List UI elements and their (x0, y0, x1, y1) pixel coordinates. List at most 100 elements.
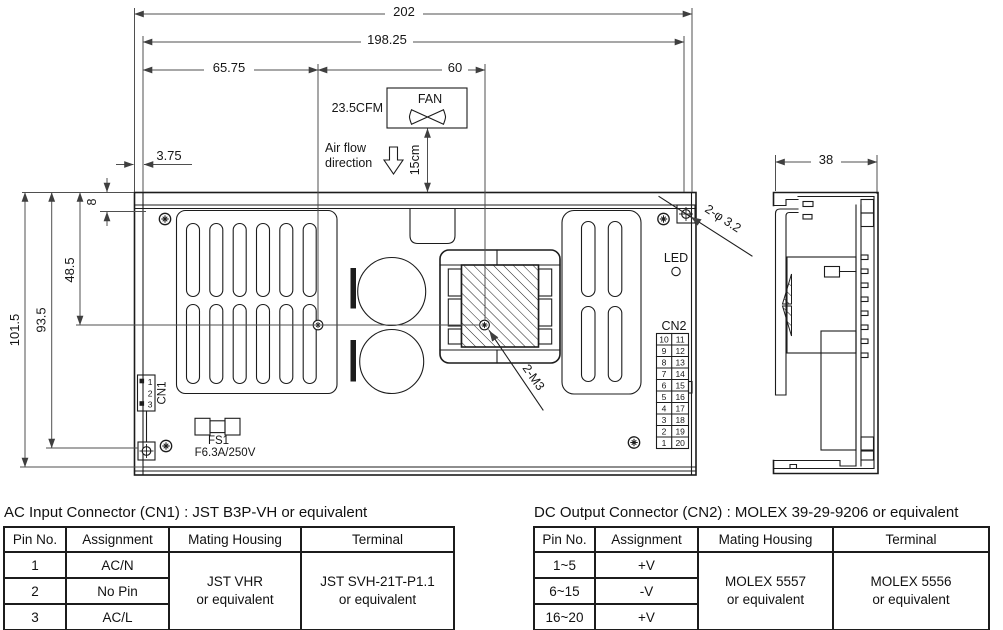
cn1-col-assignment: Assignment (65, 526, 170, 553)
svg-text:19: 19 (675, 426, 685, 436)
cn1-table-title: AC Input Connector (CN1) : JST B3P-VH or… (4, 504, 368, 521)
svg-text:1: 1 (148, 377, 153, 387)
cn2-col-assignment: Assignment (594, 526, 699, 553)
fuse-fs1: FS1 F6.3A/250V (194, 417, 256, 459)
cn1-mating-housing: JST VHR or equivalent (168, 551, 302, 630)
cn1-col-terminal: Terminal (300, 526, 455, 553)
cn2-table-title: DC Output Connector (CN2) : MOLEX 39-29-… (534, 504, 959, 521)
side-view-left-wall (774, 208, 799, 396)
transformer-core-hatched (460, 264, 540, 348)
fuse-cap-right (224, 417, 241, 436)
svg-text:9: 9 (662, 346, 667, 356)
svg-text:3: 3 (148, 400, 153, 410)
dim-48-5-label: 48.5 (62, 257, 77, 282)
vent-slots-row-2 (185, 303, 317, 385)
table-row: 6~15 -V (533, 577, 989, 605)
cn1-pin3-key (139, 401, 145, 406)
internal-block-b (820, 330, 857, 451)
fan-assembly: FAN 23.5CFM Air flow direction 15cm (325, 87, 468, 193)
dim-38-label: 38 (819, 152, 833, 167)
capacitor-2-marker (350, 340, 356, 382)
cn2-assignment-2: -V (594, 577, 699, 605)
svg-text:8: 8 (662, 357, 667, 367)
chassis-outline (133, 191, 697, 476)
cn2-pin-numbers: 10 11 9 12 8 13 7 14 6 15 5 16 4 17 3 18… (659, 334, 685, 448)
svg-text:2: 2 (148, 388, 153, 398)
transformer-screw (479, 319, 490, 331)
cn2-col-terminal: Terminal (832, 526, 990, 553)
pcb-pins (860, 254, 869, 359)
svg-text:2: 2 (662, 426, 667, 436)
dim-65-75-label: 65.75 (213, 60, 246, 75)
transformer-bracket (439, 249, 561, 364)
cn2-col-housing: Mating Housing (697, 526, 834, 553)
led-label: LED (664, 251, 688, 265)
capacitor-1 (357, 256, 427, 327)
hole-callout-leader-tail (658, 195, 692, 218)
top-notch-cutout (409, 207, 456, 245)
chassis-top-view (133, 191, 697, 476)
cn2-table: Pin No. Assignment Mating Housing Termin… (533, 526, 990, 630)
cn1-label: CN1 (157, 381, 169, 404)
svg-text:1: 1 (662, 438, 667, 448)
internal-component (823, 265, 841, 278)
led-circle (671, 266, 681, 277)
fan-airflow-value: 23.5CFM (332, 101, 383, 115)
capacitor-2 (359, 328, 425, 395)
table-row: 1~5 +V MOLEX 5557 or equivalent MOLEX 55… (533, 551, 990, 630)
svg-text:14: 14 (675, 369, 685, 379)
fuse-ref-label: FS1 (208, 435, 229, 447)
transformer-clamps (447, 268, 553, 345)
screw-bottom-left (159, 439, 173, 453)
svg-text:10: 10 (659, 334, 669, 344)
cn1-terminal: JST SVH-21T-P1.1 or equivalent (300, 551, 455, 630)
side-view-internals (781, 200, 857, 451)
cn2-pins-2: 6~15 (533, 577, 596, 605)
hole-callout-label: 2-φ 3.2 (702, 202, 743, 236)
vent-panel-outline (175, 209, 338, 395)
table-row: 1 AC/N JST VHR or equivalent JST SVH-21T… (3, 551, 455, 630)
cn1-pin-1: 1 (3, 551, 67, 579)
cn1-pin-numbers: 1 2 3 (148, 377, 153, 410)
fan-blade-icon (408, 109, 447, 125)
screw-callout-label: 2-M3 (520, 362, 548, 393)
svg-text:3: 3 (662, 415, 667, 425)
cn2-grid-lines (655, 344, 690, 438)
cn1-col-pin: Pin No. (3, 526, 67, 553)
engineering-drawing-svg: LED CN2 10 11 9 12 8 13 7 14 6 (7, 3, 879, 476)
corner-screws (158, 212, 670, 453)
cn2-col-pin: Pin No. (533, 526, 596, 553)
svg-text:17: 17 (675, 403, 685, 413)
cn2-pins-1: 1~5 (533, 551, 596, 579)
dimensions: 202 198.25 65.75 60 3.75 101.5 93.5 48.5… (7, 3, 693, 468)
svg-text:4: 4 (662, 403, 667, 413)
fan-distance-label: 15cm (408, 145, 422, 176)
screw-bottom-right (627, 436, 641, 449)
screw-top-left (158, 212, 172, 226)
clip-lower (781, 305, 792, 337)
svg-text:12: 12 (675, 346, 685, 356)
cn1-col-housing: Mating Housing (168, 526, 302, 553)
transformer (439, 249, 561, 364)
clip-upper (781, 273, 792, 305)
svg-text:18: 18 (675, 415, 685, 425)
cn2-terminal: MOLEX 5556 or equivalent (832, 551, 990, 630)
fan-box (386, 87, 468, 129)
mounting-hole-bottom-left (138, 443, 155, 459)
side-view-pcb (855, 198, 875, 467)
side-view-outline (772, 191, 879, 475)
cn2-connector: CN2 10 11 9 12 8 13 7 14 6 15 5 16 (655, 319, 693, 450)
cn1-assignment-2: No Pin (65, 577, 170, 605)
right-vent-panel (561, 209, 642, 395)
mounting-hole-box-top-right (676, 204, 696, 224)
svg-text:7: 7 (662, 369, 667, 379)
table-row: 3 AC/L (3, 603, 454, 630)
capacitor-1-marker (350, 268, 356, 309)
right-vent-outline (561, 209, 642, 395)
cn1-pin1-key (139, 378, 145, 384)
cn2-mating-housing: MOLEX 5557 or equivalent (697, 551, 834, 630)
led-indicator: LED (664, 251, 688, 277)
cn1-assignment-1: AC/N (65, 551, 170, 579)
cn1-assignment-3: AC/L (65, 603, 170, 630)
